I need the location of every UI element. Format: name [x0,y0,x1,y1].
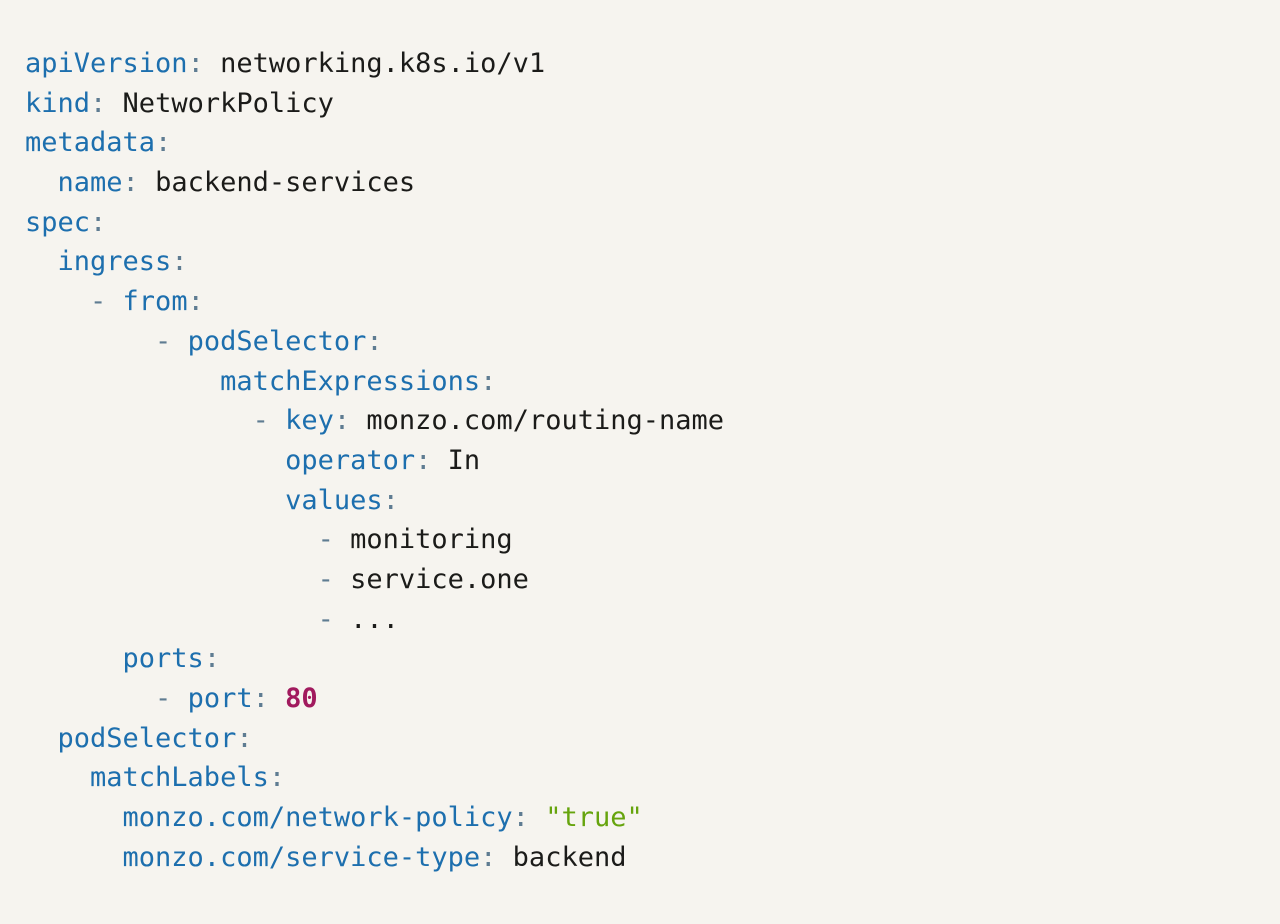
yaml-key: spec [25,206,91,238]
code-line: - port: 80 [25,679,1260,719]
yaml-punctuation: : [90,206,107,238]
yaml-punctuation: : [187,48,204,79]
code-line: ingress: [25,242,1260,282]
yaml-punctuation: : [203,643,221,675]
yaml-key: kind [25,87,91,119]
yaml-value: service.one [350,563,529,595]
yaml-punctuation: - [25,563,351,595]
yaml-punctuation: : [512,802,529,834]
code-line: apiVersion: networking.k8s.io/v1 [25,44,1260,84]
code-line: matchExpressions: [25,362,1260,402]
yaml-value: backend-services [138,167,416,199]
yaml-key: port [187,683,253,714]
yaml-punctuation: - [25,524,351,556]
yaml-value: In [431,444,481,476]
yaml-key: metadata [25,127,156,159]
code-line: - monitoring [25,520,1260,560]
yaml-key: key [285,405,334,437]
yaml-punctuation: : [252,683,269,714]
code-line: - service.one [25,560,1260,600]
code-line: monzo.com/network-policy: "true" [25,798,1260,838]
yaml-punctuation: : [187,286,204,318]
yaml-punctuation: - [25,683,188,714]
code-line: name: backend-services [25,163,1260,203]
yaml-key: ports [25,643,204,675]
code-line: spec: [25,203,1260,243]
yaml-punctuation: : [480,841,497,873]
code-line: kind: NetworkPolicy [25,84,1260,124]
yaml-punctuation: : [90,87,107,119]
code-line: - key: monzo.com/routing-name [25,401,1260,441]
yaml-value: monzo.com/routing-name [350,405,725,437]
yaml-string: "true" [528,802,643,834]
code-line: matchLabels: [25,758,1260,798]
yaml-punctuation: : [171,246,188,278]
yaml-punctuation: : [268,762,286,794]
yaml-key: monzo.com/network-policy [25,802,513,834]
yaml-key: podSelector [187,325,367,357]
yaml-key: monzo.com/service-type [25,841,481,873]
code-line: monzo.com/service-type: backend [25,838,1260,878]
yaml-key: operator [25,444,416,476]
yaml-value: ... [350,603,399,635]
yaml-key: podSelector [25,722,237,754]
yaml-value: networking.k8s.io/v1 [203,48,546,79]
yaml-punctuation: : [382,484,399,516]
yaml-punctuation: : [236,722,253,754]
yaml-key: from [122,286,188,318]
code-line: operator: In [25,441,1260,481]
yaml-key: ingress [25,246,172,278]
yaml-key: apiVersion [25,48,188,79]
yaml-number: 80 [268,683,318,714]
yaml-punctuation: - [25,405,286,437]
code-line: values: [25,481,1260,521]
yaml-key: matchLabels [25,762,269,794]
code-line: - podSelector: [25,322,1260,362]
code-line: podSelector: [25,719,1260,759]
yaml-value: monitoring [350,524,513,556]
yaml-punctuation: : [155,127,172,159]
yaml-punctuation: : [122,167,139,199]
yaml-key: values [25,484,383,516]
yaml-value: backend [496,841,627,873]
yaml-punctuation: : [366,325,383,357]
yaml-punctuation: - [25,286,123,318]
yaml-key: matchExpressions [25,365,481,397]
yaml-key: name [25,167,123,199]
code-line: ports: [25,639,1260,679]
yaml-punctuation: : [415,444,432,476]
yaml-value: NetworkPolicy [106,87,334,119]
yaml-punctuation: : [333,405,351,437]
code-line: - ... [25,600,1260,640]
yaml-punctuation: : [480,365,497,397]
yaml-punctuation: - [25,325,188,357]
code-line: metadata: [25,123,1260,163]
yaml-punctuation: - [25,603,351,635]
code-line: - from: [25,282,1260,322]
